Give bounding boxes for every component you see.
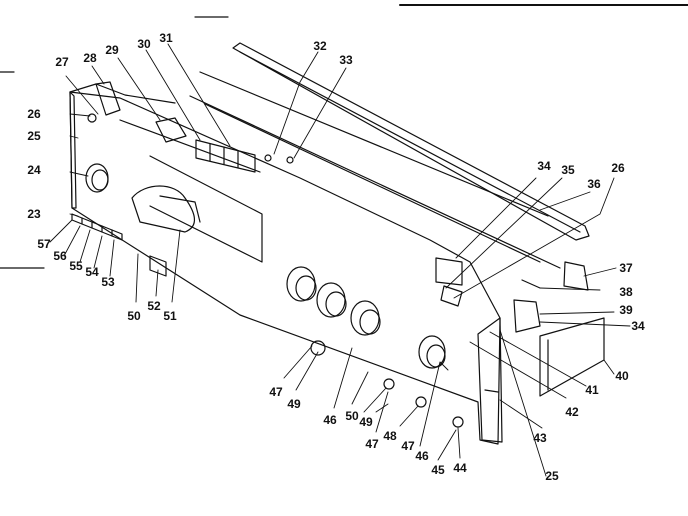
upper-rod: [199, 71, 549, 217]
label-30: 30: [137, 37, 151, 51]
label-33: 33: [339, 53, 353, 67]
panel-end-cap: [477, 317, 503, 443]
leader-lines: [49, 43, 631, 477]
label-47-left: 47: [269, 385, 283, 399]
right-bracket-34: [435, 257, 463, 286]
panel-top-edge: [69, 83, 176, 104]
label-51: 51: [163, 309, 177, 323]
label-57: 57: [37, 237, 51, 251]
timer-cluster: [131, 185, 195, 233]
label-32: 32: [313, 39, 327, 53]
label-54: 54: [85, 265, 99, 279]
label-26-left: 26: [27, 107, 41, 121]
label-49-center: 49: [359, 415, 373, 429]
left-bracket-screw: [87, 113, 97, 123]
label-47-right: 47: [401, 439, 415, 453]
knob-24: [85, 163, 109, 193]
label-37: 37: [619, 261, 633, 275]
label-55: 55: [69, 259, 83, 273]
label-34-lower: 34: [631, 319, 645, 333]
timer-bracket: [159, 195, 201, 223]
bracket-38: [521, 279, 541, 289]
left-end-bracket: [69, 91, 77, 209]
screw-32: [264, 154, 272, 162]
label-25-left: 25: [27, 129, 41, 143]
panel-front-face: [69, 91, 501, 445]
label-25-right: 25: [545, 469, 559, 483]
clip-39: [513, 299, 541, 333]
label-56: 56: [53, 249, 67, 263]
label-44: 44: [453, 461, 467, 475]
switch-block: [195, 139, 256, 173]
switch-block-dividers: [209, 143, 239, 169]
lower-rod: [204, 103, 541, 263]
panel-end-cap-detail: [484, 389, 499, 393]
label-27: 27: [55, 55, 69, 69]
panel-recess: [149, 155, 263, 263]
label-53: 53: [101, 275, 115, 289]
label-43: 43: [533, 431, 547, 445]
push-button-strip: [71, 213, 123, 241]
screw-33: [286, 156, 294, 164]
panel-inner-edge: [119, 119, 261, 173]
rear-trim-rail: [232, 42, 590, 241]
label-39: 39: [619, 303, 633, 317]
label-34-upper: 34: [537, 159, 551, 173]
label-46-center: 46: [323, 413, 337, 427]
label-45: 45: [431, 463, 445, 477]
label-52: 52: [147, 299, 161, 313]
switch-52: [149, 255, 167, 277]
label-48: 48: [383, 429, 397, 443]
right-bracket-35: [440, 285, 463, 307]
label-50-center: 50: [345, 409, 359, 423]
label-31: 31: [159, 31, 173, 45]
top-bracket-hinge: [155, 117, 187, 143]
label-50-panel: 50: [127, 309, 141, 323]
label-47-center: 47: [365, 437, 379, 451]
rear-trim-rail-inner: [239, 51, 581, 233]
label-26-right: 26: [611, 161, 625, 175]
label-29: 29: [105, 43, 119, 57]
label-23: 23: [27, 207, 41, 221]
label-46-right: 46: [415, 449, 429, 463]
label-24: 24: [27, 163, 41, 177]
middle-rod: [189, 95, 561, 269]
label-42: 42: [565, 405, 579, 419]
top-bracket: [95, 81, 121, 116]
label-49-left: 49: [287, 397, 301, 411]
label-38: 38: [619, 285, 633, 299]
label-40: 40: [615, 369, 629, 383]
label-28: 28: [83, 51, 97, 65]
right-knob: [418, 335, 446, 369]
center-knob-group: [286, 266, 381, 336]
label-41: 41: [585, 383, 599, 397]
bezel-parts: [310, 340, 464, 428]
label-35: 35: [561, 163, 575, 177]
label-36: 36: [587, 177, 601, 191]
